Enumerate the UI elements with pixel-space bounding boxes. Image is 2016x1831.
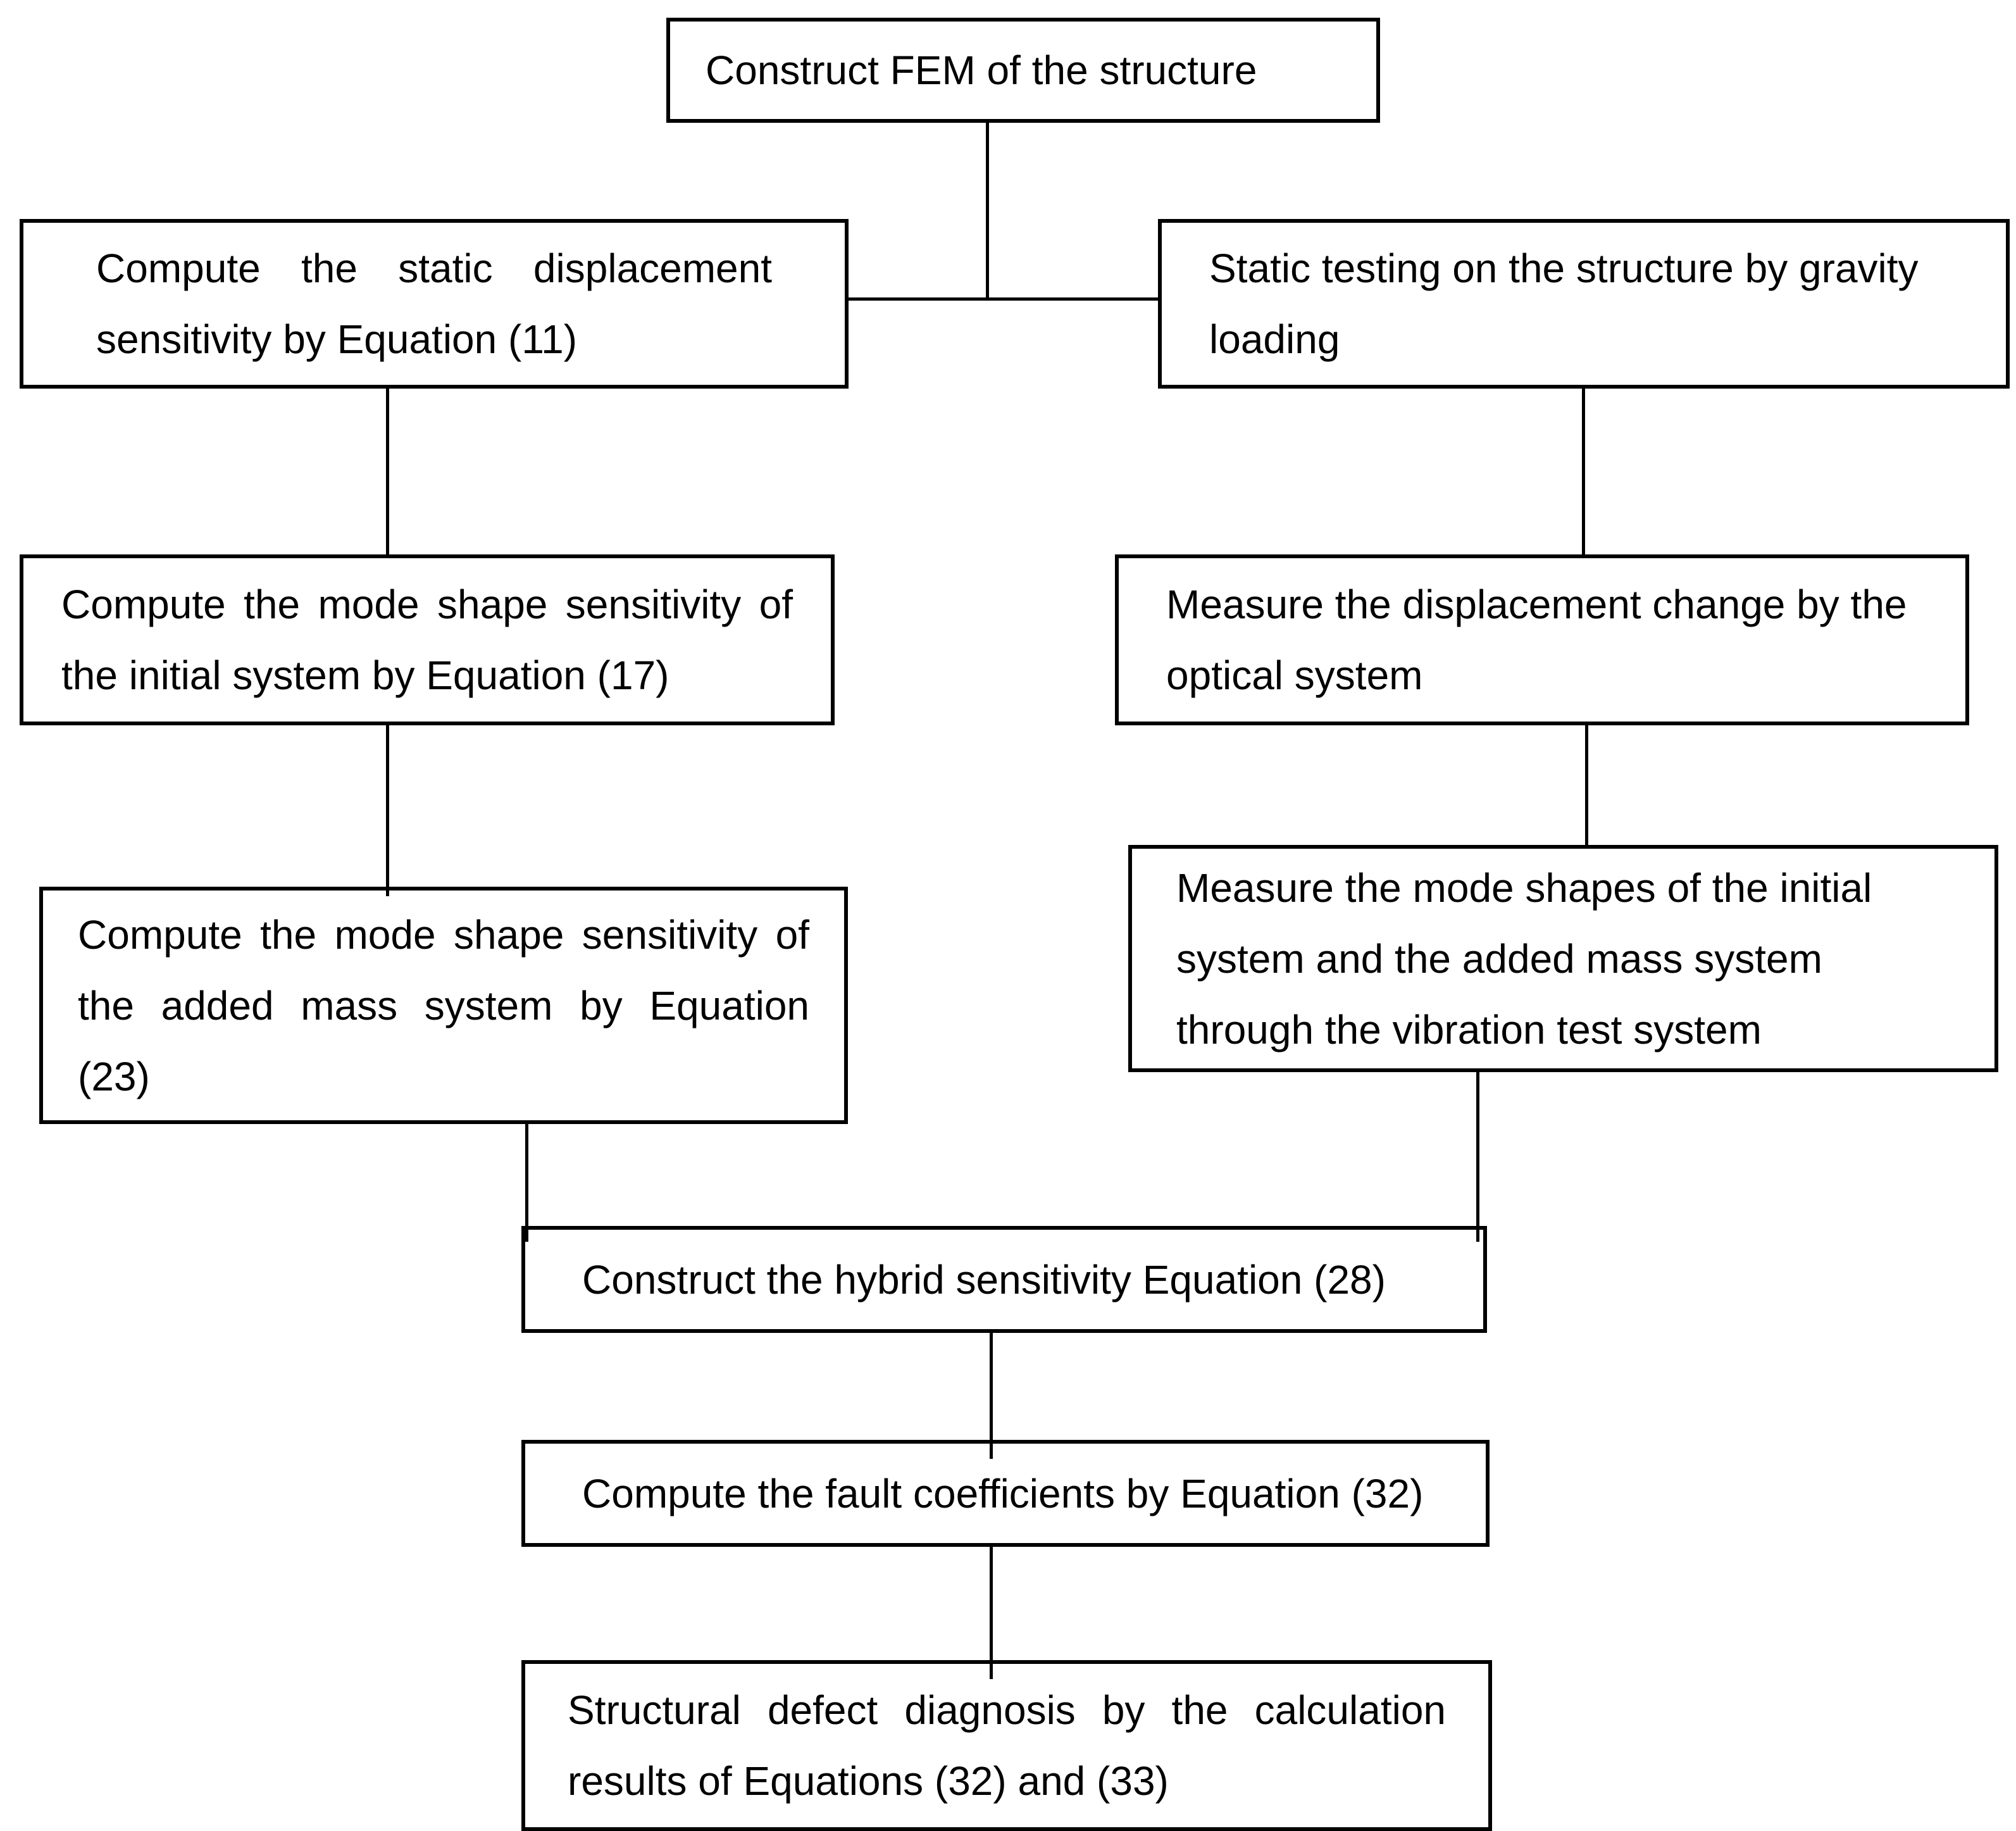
node-mode-shape-sensitivity-initial-label: Compute the mode shape sensitivity of th…: [61, 582, 793, 698]
node-measure-displacement-change-label: Measure the displacement change by the o…: [1166, 582, 1907, 698]
edge-fault-to-diagnosis: [990, 1547, 993, 1679]
edge-static-testing-to-measure-displacement: [1582, 389, 1585, 554]
edge-fem-down: [986, 123, 989, 301]
edge-hybrid-to-fault: [990, 1333, 993, 1459]
node-defect-diagnosis-label: Structural defect diagnosis by the calcu…: [568, 1687, 1446, 1804]
node-mode-shape-sensitivity-added-mass-label: Compute the mode shape sensitivity of th…: [78, 911, 809, 1099]
edge-static-sensitivity-to-mode-shape-initial: [386, 389, 389, 554]
node-static-testing: Static testing on the structure by gravi…: [1158, 219, 2010, 389]
edge-mode-shape-initial-to-added-mass: [386, 725, 389, 896]
node-static-displacement-sensitivity-label: Compute the static displacement sensitiv…: [96, 246, 772, 362]
edge-added-mass-to-hybrid: [525, 1124, 528, 1242]
edge-measure-displacement-to-mode-shapes: [1585, 725, 1588, 845]
node-hybrid-sensitivity-label: Construct the hybrid sensitivity Equatio…: [582, 1256, 1386, 1303]
node-construct-fem-label: Construct FEM of the structure: [706, 47, 1257, 93]
node-fault-coefficients-label: Compute the fault coefficients by Equati…: [582, 1470, 1424, 1516]
edge-mode-shapes-to-hybrid: [1476, 1072, 1479, 1242]
node-static-displacement-sensitivity: Compute the static displacement sensitiv…: [20, 219, 849, 389]
edge-branch-horizontal: [849, 297, 1158, 301]
node-measure-displacement-change: Measure the displacement change by the o…: [1115, 554, 1969, 725]
node-measure-mode-shapes: Measure the mode shapes of the initial s…: [1128, 845, 1998, 1072]
node-mode-shape-sensitivity-initial: Compute the mode shape sensitivity of th…: [20, 554, 835, 725]
node-defect-diagnosis: Structural defect diagnosis by the calcu…: [521, 1660, 1492, 1831]
node-measure-mode-shapes-label: Measure the mode shapes of the initial s…: [1176, 865, 1872, 1053]
node-mode-shape-sensitivity-added-mass: Compute the mode shape sensitivity of th…: [39, 887, 848, 1124]
node-static-testing-label: Static testing on the structure by gravi…: [1209, 246, 1919, 362]
node-hybrid-sensitivity: Construct the hybrid sensitivity Equatio…: [521, 1226, 1487, 1333]
node-fault-coefficients: Compute the fault coefficients by Equati…: [521, 1440, 1490, 1547]
node-construct-fem: Construct FEM of the structure: [666, 18, 1380, 123]
